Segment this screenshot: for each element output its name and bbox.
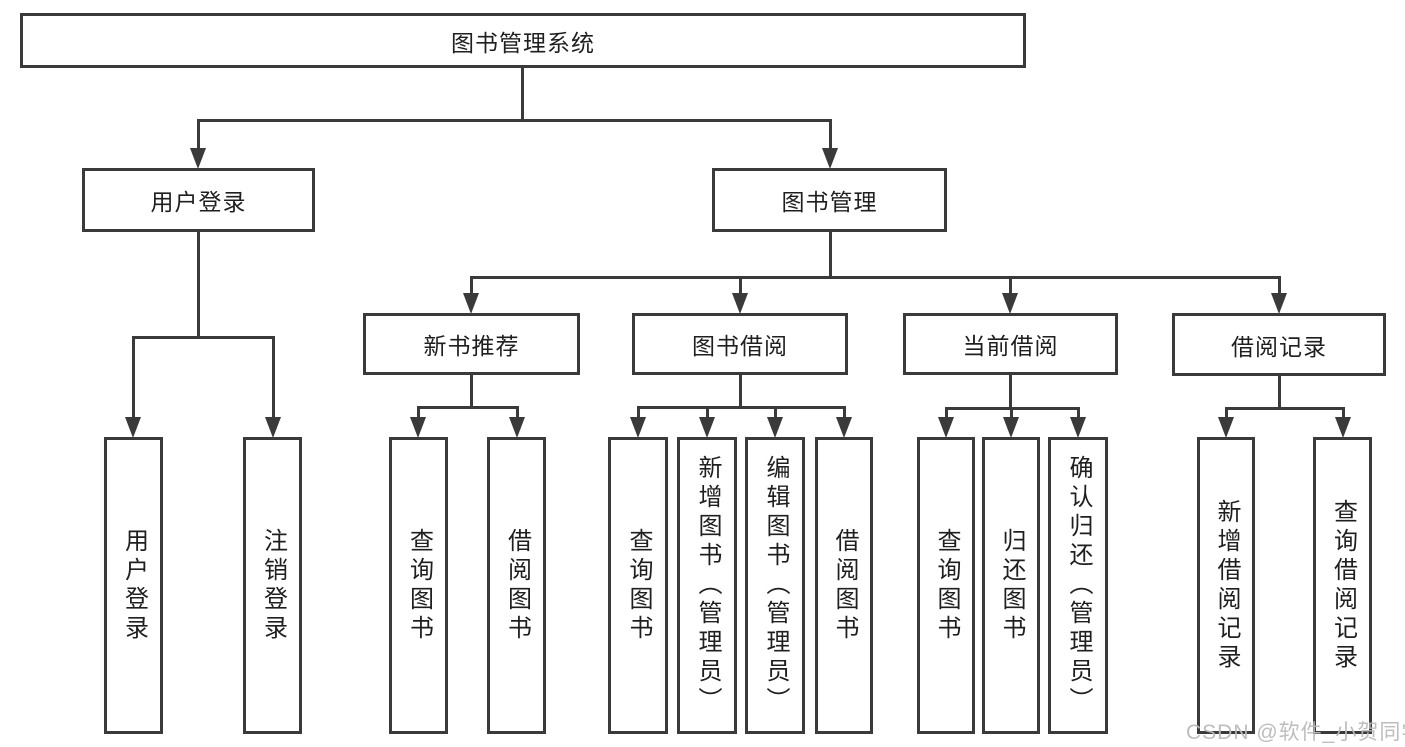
connector-drop bbox=[739, 276, 742, 294]
leaf-bb-borrow-books: 借阅图书 bbox=[815, 437, 873, 734]
node-root-system: 图书管理系统 bbox=[20, 13, 1026, 68]
arrow-down-icon bbox=[767, 417, 783, 438]
arrow-down-icon bbox=[1271, 293, 1287, 314]
leaf-user-login: 用户登录 bbox=[104, 437, 163, 734]
arrow-down-icon bbox=[1335, 417, 1351, 438]
connector-drop bbox=[197, 119, 200, 149]
connector-bar bbox=[417, 406, 519, 409]
leaf-cb-confirm-return-admin: 确认归还（管理员） bbox=[1048, 437, 1108, 734]
connector-drop bbox=[1010, 407, 1013, 418]
arrow-down-icon bbox=[1218, 417, 1234, 438]
leaf-nbr-query-books: 查询图书 bbox=[389, 437, 448, 734]
arrow-down-icon bbox=[509, 417, 525, 438]
connector-bar bbox=[197, 119, 832, 122]
connector-drop bbox=[1009, 276, 1012, 294]
arrow-down-icon bbox=[265, 417, 281, 438]
arrow-down-icon bbox=[1003, 417, 1019, 438]
arrow-down-icon bbox=[732, 293, 748, 314]
connector-drop bbox=[945, 407, 948, 418]
leaf-br-query-record: 查询借阅记录 bbox=[1313, 437, 1372, 734]
connector-stem bbox=[470, 375, 473, 409]
connector-drop bbox=[706, 406, 709, 418]
arrow-down-icon bbox=[125, 417, 141, 438]
arrow-down-icon bbox=[938, 417, 954, 438]
node-current-borrow: 当前借阅 bbox=[903, 313, 1118, 375]
node-new-book-recommend: 新书推荐 bbox=[363, 313, 580, 375]
connector-stem bbox=[197, 232, 200, 339]
arrow-down-icon bbox=[836, 417, 852, 438]
node-borrow-records: 借阅记录 bbox=[1172, 313, 1386, 376]
arrow-down-icon bbox=[410, 417, 426, 438]
leaf-br-add-record: 新增借阅记录 bbox=[1197, 437, 1255, 734]
connector-bar bbox=[470, 276, 1281, 279]
leaf-bb-add-books-admin: 新增图书（管理员） bbox=[677, 437, 737, 734]
leaf-bb-edit-books-admin: 编辑图书（管理员） bbox=[745, 437, 805, 734]
watermark-text: CSDN @软件_小贺同学 bbox=[1186, 721, 1405, 744]
arrow-down-icon bbox=[630, 417, 646, 438]
connector-drop bbox=[843, 406, 846, 418]
connector-drop bbox=[637, 406, 640, 418]
leaf-cb-query-books: 查询图书 bbox=[917, 437, 975, 734]
node-book-management: 图书管理 bbox=[712, 168, 947, 232]
connector-drop bbox=[132, 336, 135, 418]
node-book-borrow: 图书借阅 bbox=[632, 313, 848, 375]
connector-stem bbox=[829, 232, 832, 279]
connector-drop bbox=[470, 276, 473, 294]
leaf-logout: 注销登录 bbox=[243, 437, 302, 734]
connector-stem bbox=[521, 68, 524, 122]
connector-drop bbox=[516, 406, 519, 418]
arrow-down-icon bbox=[822, 148, 838, 169]
leaf-nbr-borrow-books: 借阅图书 bbox=[487, 437, 546, 734]
arrow-down-icon bbox=[190, 148, 206, 169]
connector-bar bbox=[637, 406, 846, 409]
connector-drop bbox=[774, 406, 777, 418]
connector-stem bbox=[739, 375, 742, 409]
connector-drop bbox=[1342, 407, 1345, 418]
arrow-down-icon bbox=[699, 417, 715, 438]
connector-bar bbox=[132, 336, 275, 339]
node-user-login: 用户登录 bbox=[82, 168, 315, 232]
leaf-cb-return-books: 归还图书 bbox=[982, 437, 1040, 734]
connector-drop bbox=[1278, 276, 1281, 294]
arrow-down-icon bbox=[1070, 417, 1086, 438]
connector-bar bbox=[1225, 407, 1345, 410]
connector-stem bbox=[1009, 375, 1012, 410]
arrow-down-icon bbox=[1002, 293, 1018, 314]
connector-drop bbox=[417, 406, 420, 418]
arrow-down-icon bbox=[463, 293, 479, 314]
connector-stem bbox=[1278, 376, 1281, 410]
connector-drop bbox=[829, 119, 832, 149]
connector-drop bbox=[1225, 407, 1228, 418]
connector-drop bbox=[272, 336, 275, 418]
connector-drop bbox=[1077, 407, 1080, 418]
leaf-bb-query-books: 查询图书 bbox=[608, 437, 668, 734]
